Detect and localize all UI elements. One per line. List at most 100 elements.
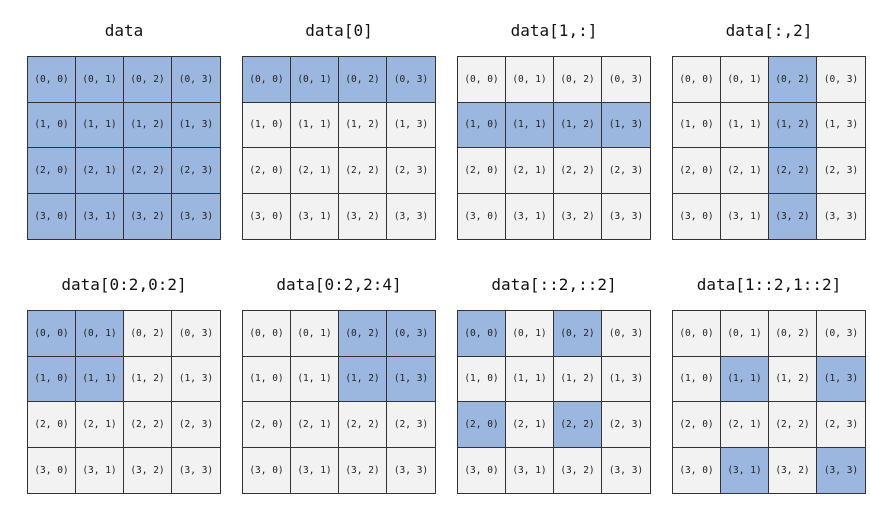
grid-cell: (0, 0) xyxy=(673,311,721,357)
grid-cell: (2, 2) xyxy=(769,148,817,194)
grid-cell: (0, 3) xyxy=(172,311,220,357)
grid-cell: (1, 3) xyxy=(387,102,435,148)
grid-cell: (2, 1) xyxy=(291,402,339,448)
grid-cell: (0, 1) xyxy=(721,311,769,357)
grid-cell: (0, 2) xyxy=(124,57,172,103)
grid-cell: (2, 2) xyxy=(554,402,602,448)
grid-cell: (2, 1) xyxy=(506,402,554,448)
grid-cell: (3, 1) xyxy=(506,447,554,493)
grid-cell: (2, 2) xyxy=(124,402,172,448)
panel-1: data[0](0, 0)(0, 1)(0, 2)(0, 3)(1, 0)(1,… xyxy=(242,20,436,240)
grid-cell: (2, 0) xyxy=(243,402,291,448)
grid-cell: (0, 3) xyxy=(172,57,220,103)
array-grid: (0, 0)(0, 1)(0, 2)(0, 3)(1, 0)(1, 1)(1, … xyxy=(672,56,866,240)
grid-cell: (3, 1) xyxy=(291,447,339,493)
grid-cell: (1, 2) xyxy=(124,102,172,148)
grid-cell: (2, 3) xyxy=(172,148,220,194)
grid-cell: (3, 3) xyxy=(172,193,220,239)
grid-cell: (3, 2) xyxy=(124,193,172,239)
grid-cell: (2, 0) xyxy=(458,148,506,194)
grid-cell: (2, 3) xyxy=(817,402,865,448)
grid-cell: (3, 0) xyxy=(458,447,506,493)
grid-cell: (3, 1) xyxy=(721,193,769,239)
grid-cell: (3, 0) xyxy=(28,193,76,239)
grid-cell: (3, 0) xyxy=(458,193,506,239)
array-grid: (0, 0)(0, 1)(0, 2)(0, 3)(1, 0)(1, 1)(1, … xyxy=(457,56,651,240)
grid-cell: (0, 1) xyxy=(291,57,339,103)
grid-cell: (3, 0) xyxy=(673,447,721,493)
grid-cell: (2, 2) xyxy=(124,148,172,194)
panel-title: data[0:2,0:2] xyxy=(61,275,187,294)
grid-cell: (1, 0) xyxy=(673,102,721,148)
panel-title: data xyxy=(104,21,144,40)
grid-cell: (3, 2) xyxy=(554,447,602,493)
grid-cell: (0, 0) xyxy=(243,311,291,357)
grid-cell: (3, 2) xyxy=(339,447,387,493)
panel-title: data[0] xyxy=(305,21,373,40)
grid-cell: (0, 2) xyxy=(339,57,387,103)
grid-cell: (2, 0) xyxy=(243,148,291,194)
grid-cell: (3, 2) xyxy=(339,193,387,239)
grid-cell: (0, 3) xyxy=(817,311,865,357)
grid-cell: (1, 1) xyxy=(506,356,554,402)
array-grid: (0, 0)(0, 1)(0, 2)(0, 3)(1, 0)(1, 1)(1, … xyxy=(242,56,436,240)
panel-6: data[::2,::2](0, 0)(0, 1)(0, 2)(0, 3)(1,… xyxy=(457,274,651,494)
grid-cell: (3, 1) xyxy=(76,193,124,239)
grid-cell: (0, 2) xyxy=(769,57,817,103)
grid-cell: (3, 3) xyxy=(602,193,650,239)
grid-cell: (3, 3) xyxy=(817,447,865,493)
panel-title: data[1::2,1::2] xyxy=(696,275,842,294)
grid-cell: (0, 2) xyxy=(554,57,602,103)
grid-cell: (0, 3) xyxy=(387,311,435,357)
grid-cell: (2, 2) xyxy=(339,402,387,448)
grid-cell: (1, 1) xyxy=(721,356,769,402)
grid-cell: (0, 3) xyxy=(602,57,650,103)
grid-cell: (1, 2) xyxy=(554,356,602,402)
grid-cell: (2, 2) xyxy=(554,148,602,194)
grid-cell: (1, 3) xyxy=(172,102,220,148)
grid-cell: (0, 1) xyxy=(291,311,339,357)
panel-title: data[::2,::2] xyxy=(491,275,617,294)
grid-cell: (0, 0) xyxy=(458,311,506,357)
grid-cell: (3, 1) xyxy=(721,447,769,493)
grid-cell: (2, 3) xyxy=(602,148,650,194)
grid-cell: (3, 2) xyxy=(124,447,172,493)
grid-cell: (0, 2) xyxy=(124,311,172,357)
grid-cell: (0, 1) xyxy=(76,57,124,103)
grid-cell: (2, 3) xyxy=(172,402,220,448)
grid-cell: (3, 1) xyxy=(76,447,124,493)
grid-cell: (1, 0) xyxy=(243,102,291,148)
grid-cell: (3, 0) xyxy=(243,447,291,493)
grid-cell: (3, 2) xyxy=(554,193,602,239)
panel-0: data(0, 0)(0, 1)(0, 2)(0, 3)(1, 0)(1, 1)… xyxy=(27,20,221,240)
grid-cell: (3, 0) xyxy=(28,447,76,493)
grid-cell: (0, 2) xyxy=(339,311,387,357)
grid-cell: (1, 1) xyxy=(506,102,554,148)
grid-cell: (2, 0) xyxy=(458,402,506,448)
grid-cell: (2, 3) xyxy=(387,402,435,448)
grid-cell: (1, 1) xyxy=(76,356,124,402)
grid-cell: (1, 3) xyxy=(602,102,650,148)
grid-cell: (3, 2) xyxy=(769,447,817,493)
grid-cell: (1, 0) xyxy=(243,356,291,402)
grid-cell: (2, 2) xyxy=(769,402,817,448)
grid-cell: (1, 2) xyxy=(769,102,817,148)
grid-cell: (2, 2) xyxy=(339,148,387,194)
panel-title: data[0:2,2:4] xyxy=(276,275,402,294)
grid-cell: (2, 0) xyxy=(28,402,76,448)
grid-cell: (0, 3) xyxy=(817,57,865,103)
panel-2: data[1,:] (0, 0)(0, 1)(0, 2)(0, 3)(1, 0)(… xyxy=(457,20,651,240)
grid-cell: (3, 1) xyxy=(506,193,554,239)
grid-cell: (1, 3) xyxy=(817,102,865,148)
grid-cell: (2, 3) xyxy=(602,402,650,448)
array-grid: (0, 0)(0, 1)(0, 2)(0, 3)(1, 0)(1, 1)(1, … xyxy=(457,310,651,494)
grid-cell: (2, 3) xyxy=(387,148,435,194)
grid-cell: (1, 3) xyxy=(602,356,650,402)
panel-title: data[1,:] xyxy=(510,21,598,40)
grid-cell: (0, 3) xyxy=(387,57,435,103)
grid-cell: (1, 2) xyxy=(124,356,172,402)
panel-title: data[:,2] xyxy=(725,21,813,40)
array-grid: (0, 0)(0, 1)(0, 2)(0, 3)(1, 0)(1, 1)(1, … xyxy=(27,310,221,494)
grid-cell: (0, 0) xyxy=(28,57,76,103)
panel-3: data[:,2](0, 0)(0, 1)(0, 2)(0, 3)(1, 0)(… xyxy=(672,20,866,240)
